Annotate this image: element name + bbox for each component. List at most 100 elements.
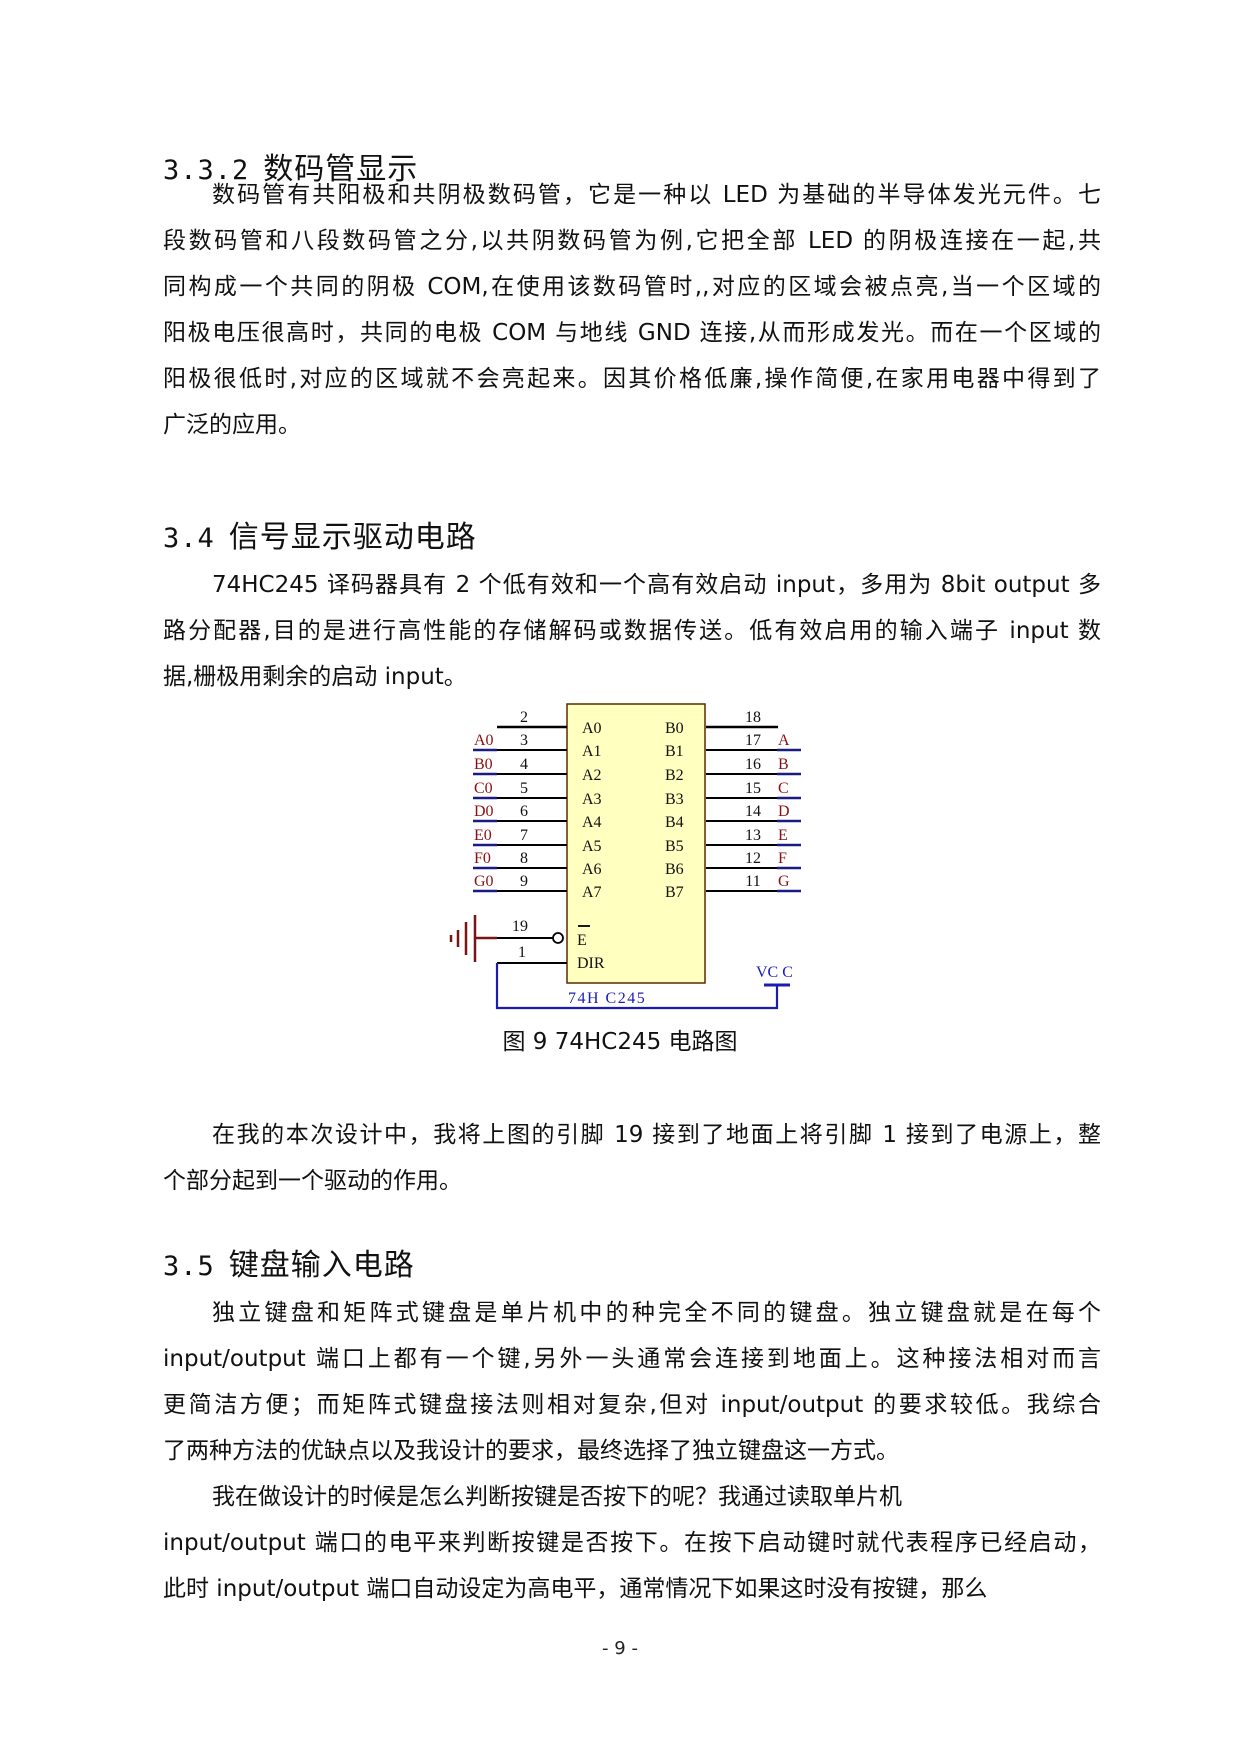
pin-name: B0 — [665, 720, 684, 737]
left-pin-row: G0 9A7 — [473, 873, 602, 901]
pin-name: A5 — [582, 838, 602, 855]
section-number: 3.5 — [163, 1251, 215, 1282]
pin-name: B3 — [665, 791, 684, 808]
section-title: 数码管显示 — [263, 152, 419, 187]
text-line: 路分配器,目的是进行高性能的存储解码或数据传送。低有效启用的输入端子 input… — [163, 618, 1101, 644]
text-line: input/output 端口上都有一个键,另外一头通常会连接到地面上。这种接法… — [163, 1346, 1101, 1372]
pin-name: A3 — [582, 791, 602, 808]
net-label: D0 — [474, 803, 494, 820]
left-pin-row: 2A0 — [497, 709, 602, 737]
vcc-wire — [495, 963, 779, 1010]
section-heading-3-3-2: 3.3.2 数码管显示 — [163, 150, 418, 191]
pin-number: 15 — [745, 780, 761, 797]
pin-name: A6 — [582, 861, 602, 878]
section-title: 信号显示驱动电路 — [228, 520, 477, 555]
net-label: A0 — [474, 732, 494, 749]
pin-name: B1 — [665, 743, 684, 760]
pin-name: B2 — [665, 767, 684, 784]
paragraph-driver-circuit: 74HC245 译码器具有 2 个低有效和一个高有效启动 input，多用为 8… — [163, 562, 1101, 700]
pin-name-enable: E — [577, 932, 587, 949]
pin-number: 13 — [745, 827, 761, 844]
text-line: 阳极很低时,对应的区域就不会亮起来。因其价格低廉,操作简便,在家用电器中得到了 — [163, 366, 1101, 392]
pin-number: 18 — [745, 709, 761, 726]
left-pin-row: A0 3A1 — [473, 732, 602, 760]
text-line: 广泛的应用。 — [163, 412, 301, 438]
paragraph-design-note: 在我的本次设计中，我将上图的引脚 19 接到了地面上将引脚 1 接到了电源上，整… — [163, 1112, 1101, 1204]
pin-name: B4 — [665, 814, 684, 831]
text-line: 据,栅极用剩余的启动 input。 — [163, 664, 467, 690]
pin-number: 12 — [745, 850, 761, 867]
pin-number: 3 — [520, 732, 528, 749]
text-line: 同构成一个共同的阴极 COM,在使用该数码管时,,对应的区域会被点亮,当一个区域… — [163, 274, 1101, 300]
net-label: A — [778, 732, 790, 749]
text-line: 独立键盘和矩阵式键盘是单片机中的种完全不同的键盘。独立键盘就是在每个 — [212, 1300, 1101, 1326]
ground-icon — [449, 915, 477, 962]
pin-name: B5 — [665, 838, 684, 855]
pin-name: A7 — [582, 884, 602, 901]
pin-number: 14 — [745, 803, 761, 820]
left-pin-row: F0 8A6 — [473, 850, 602, 878]
paragraph-segment-display: 数码管有共阳极和共阴极数码管，它是一种以 LED 为基础的半导体发光元件。七 段… — [163, 172, 1101, 448]
net-label: B0 — [474, 756, 493, 773]
net-label: E — [778, 827, 788, 844]
page-number: - 9 - — [602, 1638, 638, 1659]
pin-number-19: 19 — [512, 918, 528, 935]
net-label: G0 — [474, 873, 494, 890]
net-label: F — [778, 850, 787, 867]
text-line: 此时 input/output 端口自动设定为高电平，通常情况下如果这时没有按键… — [163, 1576, 988, 1602]
text-line: 我在做设计的时候是怎么判断按键是否按下的呢？我通过读取单片机 — [212, 1484, 902, 1510]
pin-name: A1 — [582, 743, 602, 760]
text-line: 74HC245 译码器具有 2 个低有效和一个高有效启动 input，多用为 8… — [212, 572, 1101, 598]
vcc-label: VC C — [756, 964, 793, 981]
pin-name-dir: DIR — [577, 955, 605, 972]
section-heading-3-5: 3.5 键盘输入电路 — [163, 1246, 415, 1287]
text-line: input/output 端口的电平来判断按键是否按下。在按下启动键时就代表程序… — [163, 1530, 1101, 1556]
pin-number: 4 — [520, 756, 528, 773]
net-label: D — [778, 803, 790, 820]
pin-number: 9 — [520, 873, 528, 890]
left-pin-row: C0 5A3 — [473, 780, 602, 808]
chip-label: 74H C245 — [568, 990, 646, 1007]
section-number: 3.3.2 — [163, 155, 250, 186]
pin-number: 2 — [520, 709, 528, 726]
pin-number: 11 — [745, 873, 760, 890]
net-label: C0 — [474, 780, 493, 797]
paragraph-keyboard-input: 独立键盘和矩阵式键盘是单片机中的种完全不同的键盘。独立键盘就是在每个 input… — [163, 1290, 1101, 1612]
pin-name: B6 — [665, 861, 684, 878]
text-line: 个部分起到一个驱动的作用。 — [163, 1168, 462, 1194]
net-label: B — [778, 756, 789, 773]
chip-body — [566, 703, 706, 984]
pin-number: 16 — [745, 756, 761, 773]
inversion-bubble — [552, 932, 564, 944]
net-label: G — [778, 873, 790, 890]
section-title: 键盘输入电路 — [228, 1248, 415, 1283]
pin-number: 6 — [520, 803, 528, 820]
text-line: 数码管有共阳极和共阴极数码管，它是一种以 LED 为基础的半导体发光元件。七 — [212, 182, 1101, 208]
text-line: 阳极电压很高时，共同的电极 COM 与地线 GND 连接,从而形成发光。而在一个… — [163, 320, 1101, 346]
pin-number: 8 — [520, 850, 528, 867]
pin-number-1: 1 — [518, 944, 526, 961]
net-label: F0 — [474, 850, 491, 867]
figure-caption: 图 9 74HC245 电路图 — [502, 1029, 738, 1055]
text-line: 更简洁方便；而矩阵式键盘接法则相对复杂,但对 input/output 的要求较… — [163, 1392, 1101, 1418]
pin-number: 17 — [745, 732, 761, 749]
pin-name: A0 — [582, 720, 602, 737]
text-line: 段数码管和八段数码管之分,以共阴数码管为例,它把全部 LED 的阴极连接在一起,… — [163, 228, 1101, 254]
pin-number: 5 — [520, 780, 528, 797]
text-line: 在我的本次设计中，我将上图的引脚 19 接到了地面上将引脚 1 接到了电源上，整 — [212, 1122, 1101, 1148]
net-label: E0 — [474, 827, 492, 844]
